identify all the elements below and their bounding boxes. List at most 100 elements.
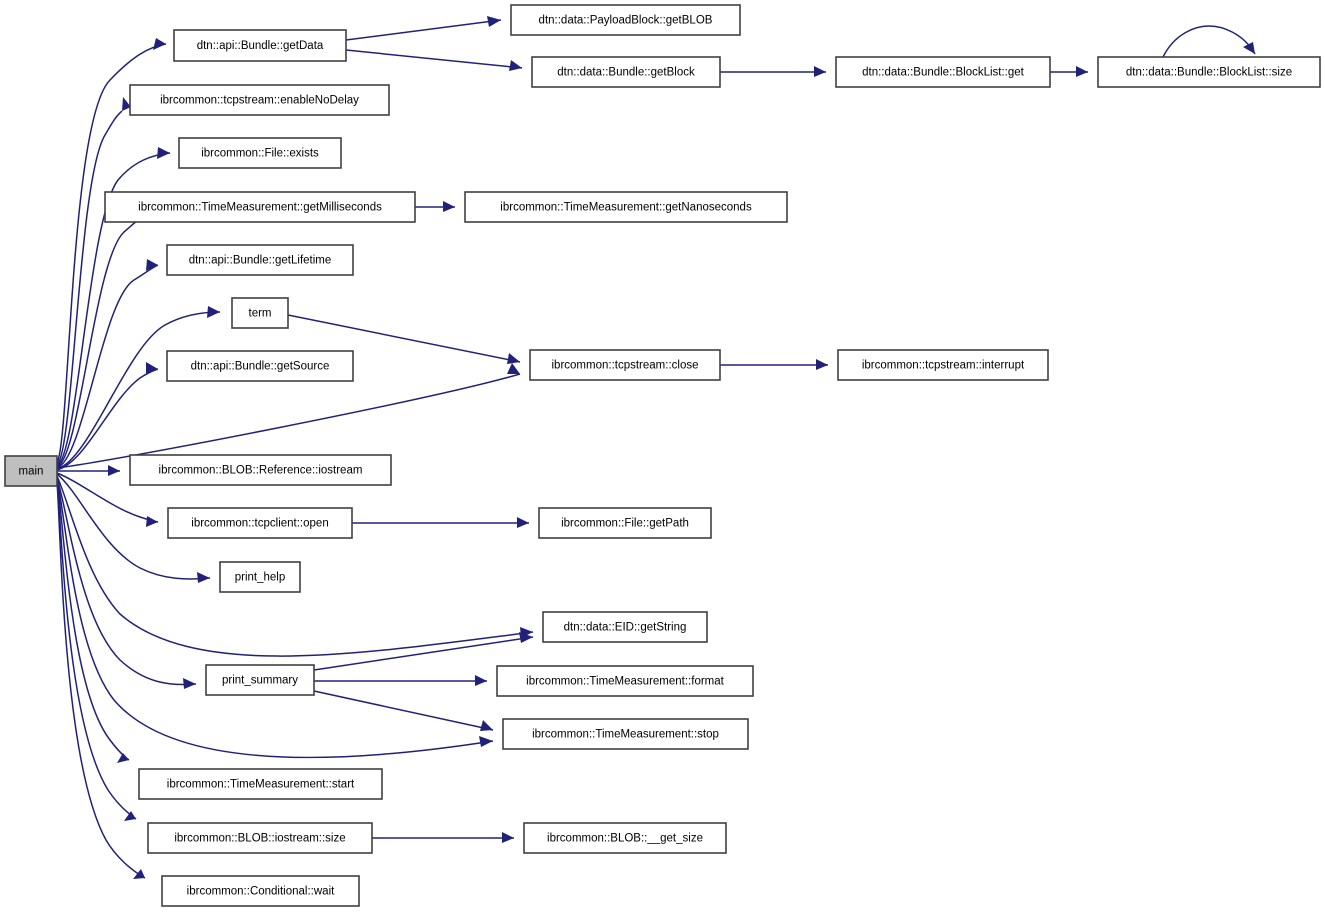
graph-node-printSummary[interactable]: print_summary bbox=[205, 664, 315, 696]
node-box[interactable] bbox=[129, 84, 390, 116]
call-edge-main-to-tmStart bbox=[56, 479, 130, 763]
graph-node-eidGetString[interactable]: dtn::data::EID::getString bbox=[542, 611, 708, 643]
graph-node-getMillis[interactable]: ibrcommon::TimeMeasurement::getMilliseco… bbox=[104, 191, 416, 223]
edge-line bbox=[56, 43, 167, 464]
arrowhead-icon bbox=[487, 16, 501, 27]
node-label: dtn::api::Bundle::getLifetime bbox=[189, 255, 332, 267]
call-edge-main-to-blobIostream bbox=[57, 465, 120, 476]
node-label: main bbox=[19, 466, 44, 478]
call-edge-main-to-getData bbox=[56, 38, 167, 464]
graph-node-tcpclientOpen[interactable]: ibrcommon::tcpclient::open bbox=[167, 507, 353, 539]
node-box[interactable] bbox=[205, 664, 315, 696]
node-box[interactable] bbox=[542, 611, 708, 643]
node-box[interactable] bbox=[1097, 56, 1321, 88]
edge-line bbox=[1162, 25, 1256, 58]
graph-node-blocklistGet[interactable]: dtn::data::Bundle::BlockList::get bbox=[835, 56, 1051, 88]
graph-node-tmFormat[interactable]: ibrcommon::TimeMeasurement::format bbox=[496, 665, 754, 697]
edge-line bbox=[287, 314, 521, 363]
node-box[interactable] bbox=[219, 561, 301, 593]
call-edge-main-to-getLifetime bbox=[56, 259, 159, 469]
node-box[interactable] bbox=[138, 768, 383, 800]
graph-node-getLifetime[interactable]: dtn::api::Bundle::getLifetime bbox=[166, 244, 354, 276]
node-box[interactable] bbox=[166, 244, 354, 276]
call-edge-getData-to-getBlock bbox=[345, 49, 523, 71]
graph-node-getBLOB[interactable]: dtn::data::PayloadBlock::getBLOB bbox=[510, 4, 741, 36]
node-box[interactable] bbox=[129, 454, 392, 486]
node-box[interactable] bbox=[529, 349, 721, 381]
graph-node-enableNoDelay[interactable]: ibrcommon::tcpstream::enableNoDelay bbox=[129, 84, 390, 116]
node-box[interactable] bbox=[510, 4, 741, 36]
node-label: ibrcommon::TimeMeasurement::start bbox=[167, 779, 355, 791]
call-edge-blocklistSize-to-blocklistSize bbox=[1162, 25, 1256, 58]
arrowhead-icon bbox=[117, 753, 129, 763]
node-box[interactable] bbox=[4, 455, 58, 487]
graph-node-main[interactable]: main bbox=[4, 455, 58, 487]
graph-node-printHelp[interactable]: print_help bbox=[219, 561, 301, 593]
call-edge-blocklistGet-to-blocklistSize bbox=[1050, 66, 1088, 77]
graph-node-blobGetSize[interactable]: ibrcommon::BLOB::__get_size bbox=[523, 822, 727, 854]
call-edge-main-to-blobSize bbox=[56, 480, 137, 821]
node-box[interactable] bbox=[104, 191, 416, 223]
graph-node-fileExists[interactable]: ibrcommon::File::exists bbox=[178, 137, 342, 169]
graph-node-conditionalWait[interactable]: ibrcommon::Conditional::wait bbox=[161, 875, 360, 907]
node-box[interactable] bbox=[502, 718, 749, 750]
call-edge-main-to-printSummary bbox=[56, 477, 197, 689]
edge-line bbox=[56, 481, 146, 879]
node-label: dtn::data::Bundle::BlockList::size bbox=[1126, 67, 1292, 79]
edge-line bbox=[345, 49, 523, 69]
arrowhead-icon bbox=[183, 678, 196, 689]
node-box[interactable] bbox=[173, 29, 347, 62]
graph-node-blobSize[interactable]: ibrcommon::BLOB::iostream::size bbox=[147, 822, 373, 854]
node-box[interactable] bbox=[167, 507, 353, 539]
call-edge-main-to-term bbox=[56, 306, 221, 470]
graph-node-getNanos[interactable]: ibrcommon::TimeMeasurement::getNanosecon… bbox=[464, 191, 788, 223]
node-label: dtn::data::Bundle::BlockList::get bbox=[862, 67, 1025, 79]
node-box[interactable] bbox=[147, 822, 373, 854]
graph-node-blocklistSize[interactable]: dtn::data::Bundle::BlockList::size bbox=[1097, 56, 1321, 88]
arrowhead-icon bbox=[480, 720, 493, 731]
call-edge-tcpstreamClose-to-tcpstreamInt bbox=[720, 359, 828, 370]
node-box[interactable] bbox=[835, 56, 1051, 88]
nodes-layer: maindtn::api::Bundle::getDatadtn::data::… bbox=[4, 4, 1321, 907]
node-label: ibrcommon::TimeMeasurement::getMilliseco… bbox=[138, 202, 382, 214]
node-box[interactable] bbox=[531, 56, 721, 88]
node-box[interactable] bbox=[837, 349, 1049, 381]
node-box[interactable] bbox=[496, 665, 754, 697]
call-edge-printSummary-to-tmStop bbox=[313, 690, 494, 731]
graph-node-fileGetPath[interactable]: ibrcommon::File::getPath bbox=[538, 507, 712, 539]
graph-node-getBlock[interactable]: dtn::data::Bundle::getBlock bbox=[531, 56, 721, 88]
arrowhead-icon bbox=[153, 38, 166, 50]
graph-node-getSource[interactable]: dtn::api::Bundle::getSource bbox=[166, 350, 354, 382]
graph-node-blobIostream[interactable]: ibrcommon::BLOB::Reference::iostream bbox=[129, 454, 392, 486]
node-label: ibrcommon::BLOB::Reference::iostream bbox=[159, 465, 363, 477]
node-box[interactable] bbox=[231, 297, 289, 329]
node-label: dtn::api::Bundle::getSource bbox=[191, 361, 330, 373]
graph-node-tcpstreamInt[interactable]: ibrcommon::tcpstream::interrupt bbox=[837, 349, 1049, 381]
node-box[interactable] bbox=[166, 350, 354, 382]
arrowhead-icon bbox=[475, 675, 487, 686]
node-box[interactable] bbox=[161, 875, 360, 907]
node-label: dtn::api::Bundle::getData bbox=[197, 40, 324, 52]
arrowhead-icon bbox=[146, 516, 158, 527]
arrowhead-icon bbox=[207, 306, 220, 318]
graph-node-tmStart[interactable]: ibrcommon::TimeMeasurement::start bbox=[138, 768, 383, 800]
call-edge-tcpclientOpen-to-fileGetPath bbox=[352, 517, 529, 528]
graph-node-tmStop[interactable]: ibrcommon::TimeMeasurement::stop bbox=[502, 718, 749, 750]
graph-node-term[interactable]: term bbox=[231, 297, 289, 329]
graph-node-getData[interactable]: dtn::api::Bundle::getData bbox=[173, 29, 347, 62]
arrowhead-icon bbox=[197, 572, 210, 583]
edge-line bbox=[313, 636, 534, 671]
node-box[interactable] bbox=[464, 191, 788, 223]
call-edge-getData-to-getBLOB bbox=[345, 16, 502, 41]
call-edge-main-to-tcpstreamClose bbox=[56, 363, 521, 469]
node-label: ibrcommon::tcpstream::enableNoDelay bbox=[160, 95, 359, 107]
node-box[interactable] bbox=[523, 822, 727, 854]
graph-node-tcpstreamClose[interactable]: ibrcommon::tcpstream::close bbox=[529, 349, 721, 381]
arrowhead-icon bbox=[146, 259, 158, 271]
node-label: ibrcommon::TimeMeasurement::getNanosecon… bbox=[500, 202, 752, 214]
node-label: dtn::data::Bundle::getBlock bbox=[557, 67, 695, 79]
arrowhead-icon bbox=[519, 632, 533, 643]
node-box[interactable] bbox=[178, 137, 342, 169]
node-label: ibrcommon::tcpclient::open bbox=[191, 518, 328, 530]
node-box[interactable] bbox=[538, 507, 712, 539]
